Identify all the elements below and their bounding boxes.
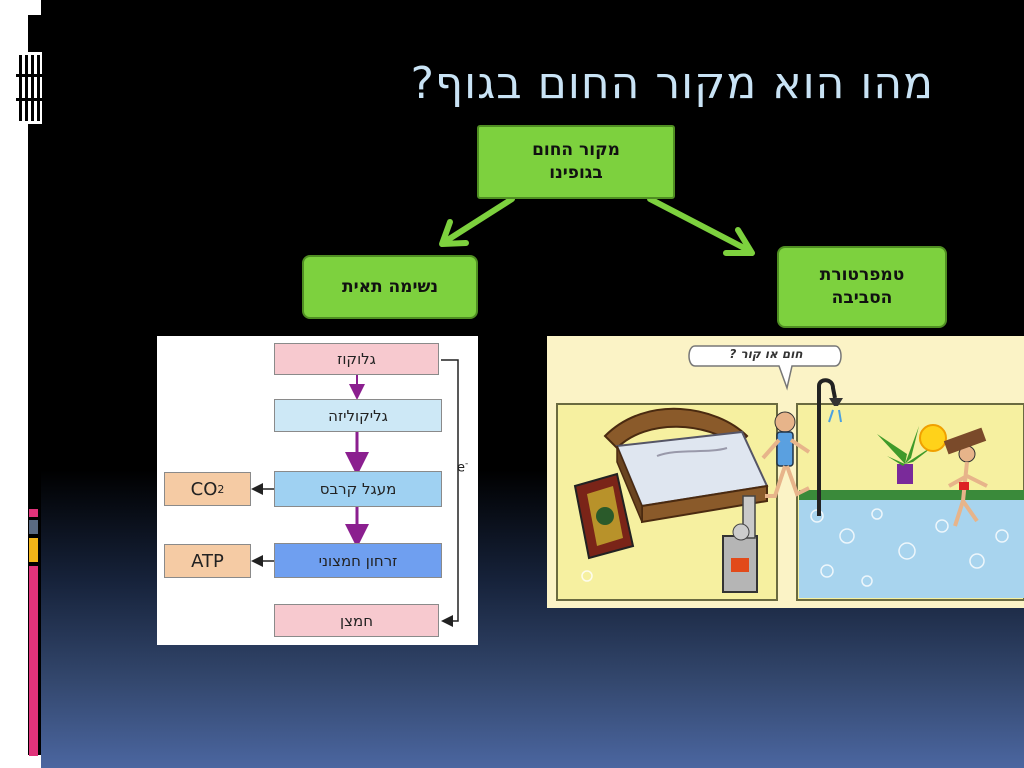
flowchart-connectors: [251, 359, 459, 627]
flow-step-oxidative: זרחון חמצוני: [274, 543, 442, 578]
heat-source-line2: בגופינו: [549, 163, 603, 183]
environment-temperature-line2: הסביבה: [831, 288, 893, 308]
heat-source-line1: מקור החום: [532, 140, 620, 161]
respiration-flowchart: גלוקוז גליקוליזה מעגל קרבס זרחון חמצוני …: [157, 336, 478, 645]
electron-letter: e: [457, 460, 465, 476]
electron-label: e-: [457, 459, 468, 475]
cellular-respiration-box: נשימה תאית: [302, 255, 478, 319]
speech-bubble: [688, 345, 842, 391]
shower-pipe: [817, 378, 837, 516]
slide-title: מהו הוא מקור החום בגוף?: [410, 58, 934, 109]
man-head: [774, 411, 796, 433]
speech-bubble-text: חום או קור ?: [729, 347, 803, 361]
arrow-left-head: [439, 219, 469, 247]
sun: [919, 424, 947, 452]
environment-temperature-box: טמפרטורת הסביבה: [777, 246, 947, 328]
arrow-right-line: [647, 196, 751, 253]
man-shirt: [776, 431, 794, 467]
environment-temperature-line1: טמפרטורת: [819, 265, 905, 286]
heat-source-box: מקור החום בגופינו: [477, 125, 675, 199]
hot-cold-cartoon: [547, 336, 1024, 608]
flow-step-oxygen: חמצן: [274, 604, 439, 637]
flow-step-glucose: גלוקוז: [274, 343, 439, 375]
co2-subscript: 2: [217, 482, 225, 496]
accent-pink-long: [29, 566, 38, 756]
accent-yellow: [29, 538, 38, 562]
plant-pot: [897, 464, 913, 484]
accent-pink-small: [29, 509, 38, 517]
bed-headboard: [603, 407, 749, 450]
accent-gray: [29, 520, 38, 534]
flow-step-glycolysis: גליקוליזה: [274, 399, 442, 432]
arrow-right-head: [723, 227, 755, 256]
flow-step-krebs: מעגל קרבס: [274, 471, 442, 507]
electron-sup: -: [465, 459, 469, 469]
pool-edge: [799, 490, 1024, 500]
co2-text: CO: [190, 478, 218, 500]
arrow-left-line: [443, 196, 515, 244]
flow-output-atp: ATP: [164, 544, 251, 578]
cellular-respiration-label: נשימה תאית: [341, 276, 439, 297]
grid-decor-icon: [16, 52, 42, 124]
